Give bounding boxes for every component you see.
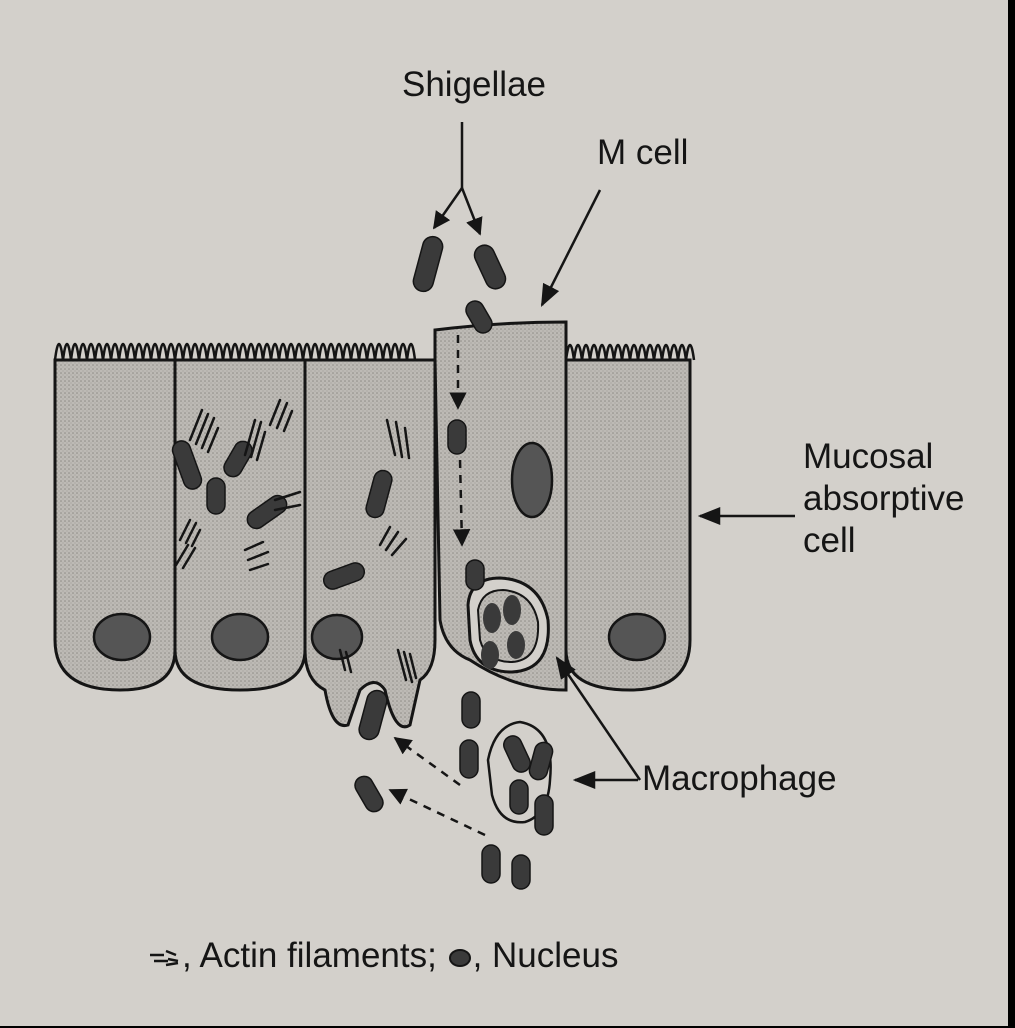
label-m-cell: M cell [597, 134, 688, 172]
legend: , Actin filaments; , Nucleus [148, 936, 618, 976]
label-line: cell [803, 520, 964, 562]
label-line: absorptive [803, 478, 964, 520]
nucleus-2 [212, 614, 268, 660]
legend-actin-text: , Actin filaments; [182, 936, 437, 975]
legend-nucleus-text: , Nucleus [473, 936, 619, 975]
nucleus-3 [312, 615, 362, 659]
nucleus-4 [512, 443, 552, 517]
label-mucosal-absorptive-cell: Mucosal absorptive cell [803, 436, 964, 562]
label-line: Mucosal [803, 436, 964, 478]
microvilli [55, 344, 694, 360]
nucleus-5 [609, 614, 665, 660]
macrophage-pocket [468, 578, 548, 672]
actin-filament-glyph [148, 947, 182, 969]
nucleus-glyph [447, 947, 473, 969]
nucleus-1 [94, 614, 150, 660]
epithelial-cells [55, 322, 690, 727]
label-macrophage: Macrophage [642, 760, 837, 798]
label-shigellae: Shigellae [402, 66, 546, 104]
